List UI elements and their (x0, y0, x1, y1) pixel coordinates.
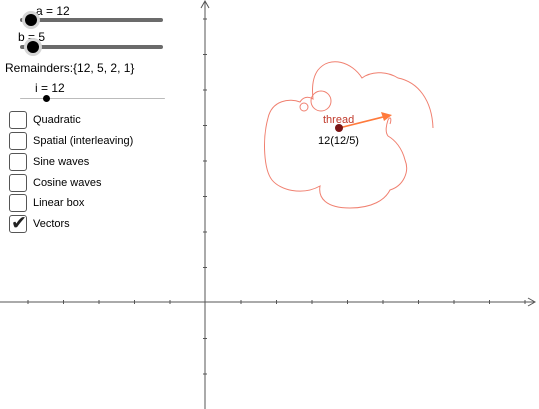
checkbox-label: Linear box (33, 197, 85, 209)
remainders-text: Remainders:{12, 5, 2, 1} (5, 61, 135, 75)
slider-i-knob[interactable] (42, 94, 50, 102)
check-icon: ✔ (11, 212, 27, 234)
thread-point[interactable] (335, 124, 343, 132)
checkbox-quadratic[interactable]: Quadratic (9, 110, 81, 130)
checkbox-box[interactable] (9, 153, 27, 171)
checkbox-box[interactable] (9, 174, 27, 192)
checkbox-cosine-waves[interactable]: Cosine waves (9, 173, 101, 193)
checkbox-box[interactable] (9, 111, 27, 129)
checkbox-linear-box[interactable]: Linear box (9, 193, 84, 213)
checkbox-spatial-interleaving[interactable]: Spatial (interleaving) (9, 131, 133, 151)
slider-b-label: b = 5 (18, 30, 46, 44)
x-axis (0, 297, 537, 307)
checkbox-label: Sine waves (33, 156, 90, 168)
slider-a[interactable] (20, 13, 163, 27)
slider-b[interactable] (20, 40, 163, 54)
checkbox-box[interactable] (9, 194, 27, 212)
checkbox-sine-waves[interactable]: Sine waves (9, 152, 89, 172)
thread-point-label: thread (323, 114, 354, 126)
slider-b-track (20, 45, 163, 49)
checkbox-label: Vectors (33, 218, 70, 230)
thread-curve (264, 61, 434, 209)
slider-i[interactable] (20, 92, 165, 104)
slider-i-label: i = 12 (35, 81, 65, 95)
thread-small-loop (310, 90, 332, 112)
slider-a-label: a = 12 (36, 4, 70, 18)
checkbox-vectors[interactable]: ✔ Vectors (9, 212, 70, 234)
y-axis (200, 0, 210, 409)
checkbox-box[interactable]: ✔ (9, 212, 27, 234)
checkbox-label: Spatial (interleaving) (33, 135, 134, 147)
fraction-label: 12(12/5) (318, 135, 359, 147)
axis-ticks (27, 18, 526, 375)
thread-tiny-loop (299, 102, 309, 112)
checkbox-label: Cosine waves (33, 177, 102, 189)
checkbox-box[interactable] (9, 132, 27, 150)
slider-a-knob[interactable] (25, 14, 38, 26)
vector-arrow (338, 112, 392, 129)
slider-b-knob[interactable] (26, 41, 39, 53)
slider-i-track (20, 98, 165, 99)
checkbox-label: Quadratic (33, 114, 81, 126)
slider-a-track (20, 18, 163, 22)
